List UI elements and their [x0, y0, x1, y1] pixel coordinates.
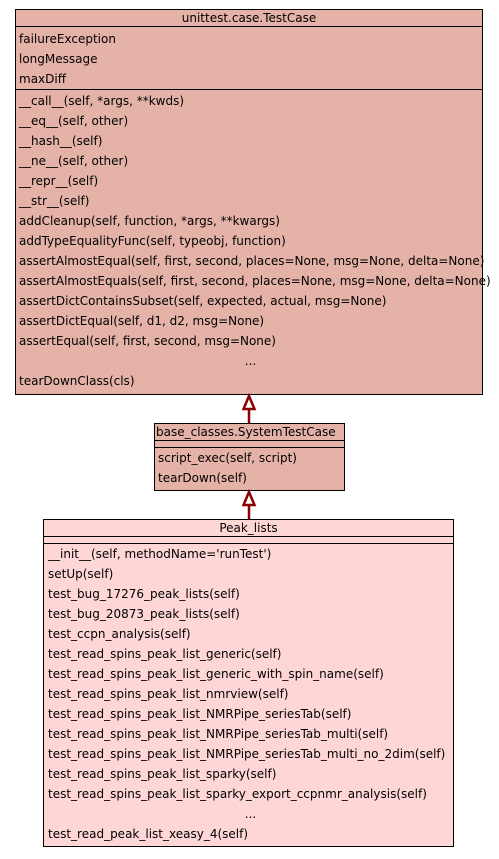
method-row: test_read_spins_peak_list_generic(self): [48, 647, 282, 661]
method-row: test_bug_20873_peak_lists(self): [48, 607, 240, 621]
method-row: test_read_spins_peak_list_NMRPipe_series…: [48, 747, 446, 761]
inheritance-arrow-peak-to-system: [241, 488, 257, 519]
method-row: test_read_spins_peak_list_NMRPipe_series…: [48, 727, 389, 741]
class-title-testcase: unittest.case.TestCase: [16, 10, 482, 27]
method-row: assertDictEqual(self, d1, d2, msg=None): [19, 314, 265, 328]
ellipsis-row: ...: [244, 354, 257, 368]
method-row: addCleanup(self, function, *args, **kwar…: [19, 214, 280, 228]
method-row: __eq__(self, other): [19, 114, 129, 128]
method-row: assertEqual(self, first, second, msg=Non…: [19, 334, 276, 348]
method-row: assertDictContainsSubset(self, expected,…: [19, 294, 387, 308]
method-row: script_exec(self, script): [158, 451, 297, 465]
attribute-row: longMessage: [19, 52, 98, 66]
ellipsis-row: ...: [244, 807, 257, 821]
method-row: __init__(self, methodName='runTest'): [48, 547, 272, 561]
method-row: tearDownClass(cls): [19, 374, 135, 388]
method-row: __ne__(self, other): [19, 154, 129, 168]
method-row: setUp(self): [48, 567, 114, 581]
attributes-section-testcase: failureException longMessage maxDiff: [16, 27, 482, 90]
method-row: test_read_spins_peak_list_generic_with_s…: [48, 667, 384, 681]
class-box-systemtestcase[interactable]: base_classes.SystemTestCase script_exec(…: [154, 423, 345, 491]
method-row: test_read_spins_peak_list_NMRPipe_series…: [48, 707, 352, 721]
methods-section-peak-lists: __init__(self, methodName='runTest') set…: [44, 544, 453, 844]
method-row: test_read_spins_peak_list_sparky_export_…: [48, 787, 427, 801]
attributes-section-systemtestcase: [155, 441, 344, 448]
inheritance-arrowhead: [241, 488, 257, 507]
method-row: test_bug_17276_peak_lists(self): [48, 587, 240, 601]
attribute-row: maxDiff: [19, 72, 66, 86]
method-row: test_read_spins_peak_list_nmrview(self): [48, 687, 289, 701]
method-row: tearDown(self): [158, 471, 247, 485]
class-title-peak-lists: Peak_lists: [44, 520, 453, 537]
method-row: __hash__(self): [19, 134, 103, 148]
attributes-section-peak-lists: [44, 537, 453, 544]
method-row: __repr__(self): [19, 174, 99, 188]
attribute-row: failureException: [19, 32, 116, 46]
class-box-peak-lists[interactable]: Peak_lists __init__(self, methodName='ru…: [43, 519, 454, 847]
inheritance-arrow-system-to-testcase: [241, 392, 257, 423]
method-row: test_read_peak_list_xeasy_4(self): [48, 827, 249, 841]
method-row: assertAlmostEqual(self, first, second, p…: [19, 254, 485, 268]
method-row: __call__(self, *args, **kwds): [19, 94, 185, 108]
method-row: __str__(self): [19, 194, 90, 208]
methods-section-systemtestcase: script_exec(self, script) tearDown(self): [155, 448, 344, 488]
method-row: test_ccpn_analysis(self): [48, 627, 191, 641]
class-title-systemtestcase: base_classes.SystemTestCase: [155, 424, 344, 441]
method-row: assertAlmostEquals(self, first, second, …: [19, 274, 491, 288]
method-row: addTypeEqualityFunc(self, typeobj, funct…: [19, 234, 286, 248]
class-box-testcase[interactable]: unittest.case.TestCase failureException …: [15, 9, 491, 395]
methods-section-testcase: __call__(self, *args, **kwds) __eq__(sel…: [16, 90, 491, 393]
inheritance-arrowhead: [241, 392, 257, 411]
method-row: test_read_spins_peak_list_sparky(self): [48, 767, 277, 781]
